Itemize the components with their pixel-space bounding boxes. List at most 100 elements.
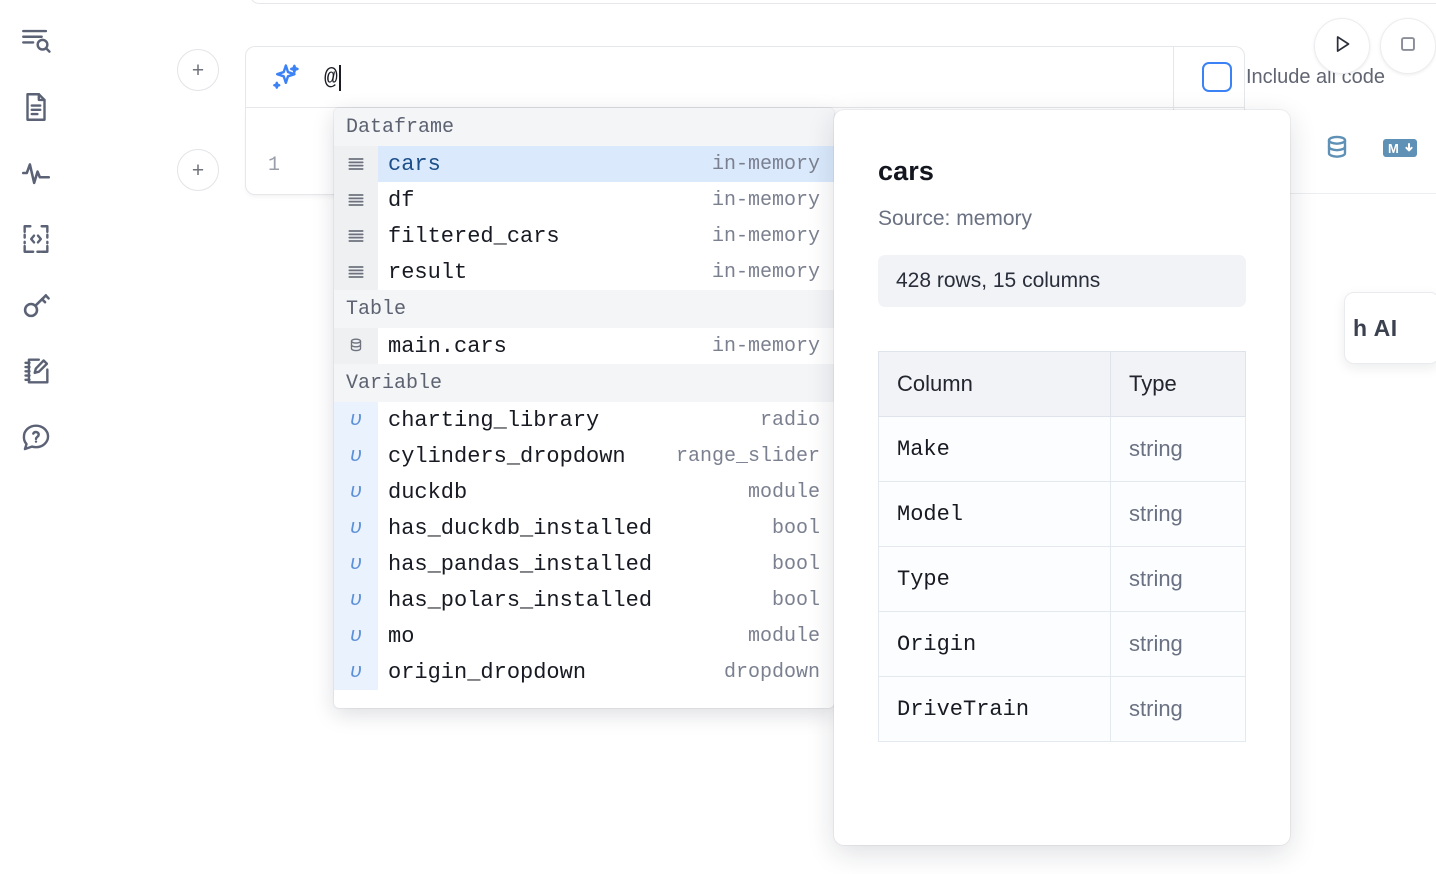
autocomplete-item-type: module: [747, 624, 820, 648]
autocomplete-item-name: main.cars: [388, 333, 507, 359]
sidebar-item-secrets[interactable]: [13, 282, 59, 328]
text-caret: [339, 64, 342, 91]
help-chat-icon: [19, 420, 53, 454]
detail-shape-badge: 428 rows, 15 columns: [878, 255, 1246, 307]
column-header-type: Type: [1110, 351, 1246, 417]
variable-icon: υ: [334, 474, 378, 510]
file-text-icon: [19, 90, 53, 124]
cell-column-name: Origin: [878, 611, 1111, 677]
generate-with-ai-label: h AI: [1353, 314, 1398, 341]
autocomplete-item-name: charting_library: [388, 407, 600, 433]
sidebar-item-activity[interactable]: [13, 150, 59, 196]
autocomplete-item-type: in-memory: [711, 152, 820, 176]
autocomplete-item-name: filtered_cars: [388, 223, 560, 249]
add-cell-above-button[interactable]: +: [177, 49, 219, 91]
variable-icon: υ: [334, 510, 378, 546]
sidebar-item-snippets[interactable]: [13, 216, 59, 262]
autocomplete-item-body: mo module: [378, 618, 834, 654]
autocomplete-item-name: result: [388, 259, 468, 285]
dataframe-icon: [334, 146, 378, 182]
variable-icon: υ: [334, 582, 378, 618]
activity-pulse-icon: [19, 156, 53, 190]
autocomplete-item-body: cars in-memory: [378, 146, 834, 182]
code-brackets-icon: [19, 222, 53, 256]
autocomplete-item-body: duckdb module: [378, 474, 834, 510]
line-number: 1: [268, 154, 281, 177]
autocomplete-item-name: mo: [388, 623, 415, 649]
sidebar-item-help[interactable]: [13, 414, 59, 460]
ai-prompt-input[interactable]: @: [324, 64, 342, 91]
sidebar-item-outline-search[interactable]: [13, 18, 59, 64]
sidebar-item-scratchpad[interactable]: [13, 348, 59, 394]
sql-database-icon[interactable]: [1322, 133, 1352, 168]
add-cell-below-button[interactable]: +: [177, 149, 219, 191]
autocomplete-item-name: has_polars_installed: [388, 587, 653, 613]
cell-column-name: Make: [878, 416, 1111, 482]
autocomplete-item-body: result in-memory: [378, 254, 834, 290]
autocomplete-item-type: in-memory: [711, 334, 820, 358]
cell-column-type: string: [1110, 416, 1246, 482]
autocomplete-group-header: Dataframe: [334, 108, 834, 146]
stop-cell-button[interactable]: [1380, 18, 1436, 74]
ai-prompt-bar[interactable]: @: [245, 46, 1245, 108]
include-all-code-checkbox[interactable]: [1202, 62, 1232, 92]
column-header-column: Column: [878, 351, 1111, 417]
notebook-pencil-icon: [19, 354, 53, 388]
autocomplete-group-header: Table: [334, 290, 834, 328]
run-cell-button[interactable]: [1314, 18, 1370, 74]
autocomplete-item-name: duckdb: [388, 479, 468, 505]
markdown-icon[interactable]: M: [1382, 136, 1418, 165]
autocomplete-item-type: bool: [771, 516, 820, 540]
autocomplete-item[interactable]: cars in-memory: [334, 146, 834, 182]
sidebar-rail: [0, 0, 72, 874]
table-header-row: Column Type: [878, 351, 1246, 417]
autocomplete-item-name: cars: [388, 151, 441, 177]
autocomplete-item[interactable]: main.cars in-memory: [334, 328, 834, 364]
detail-title: cars: [878, 156, 934, 186]
cell-column-name: Model: [878, 481, 1111, 547]
autocomplete-item-type: in-memory: [711, 188, 820, 212]
sidebar-item-file[interactable]: [13, 84, 59, 130]
plus-icon: +: [191, 58, 205, 82]
cell-column-name: DriveTrain: [878, 676, 1111, 742]
autocomplete-item-name: cylinders_dropdown: [388, 443, 626, 469]
variable-icon: υ: [334, 438, 378, 474]
variable-icon: υ: [334, 618, 378, 654]
autocomplete-item-name: origin_dropdown: [388, 659, 587, 685]
autocomplete-item[interactable]: result in-memory: [334, 254, 834, 290]
autocomplete-item-type: module: [747, 480, 820, 504]
autocomplete-group-header: Variable: [334, 364, 834, 402]
autocomplete-item-type: bool: [771, 552, 820, 576]
variable-icon: υ: [334, 402, 378, 438]
cell-column-type: string: [1110, 611, 1246, 677]
autocomplete-item-name: has_pandas_installed: [388, 551, 653, 577]
cell-column-type: string: [1110, 676, 1246, 742]
outline-search-icon: [19, 24, 53, 58]
autocomplete-item-type: in-memory: [711, 260, 820, 284]
cell-run-controls: [1314, 18, 1436, 74]
dataframe-icon: [334, 254, 378, 290]
sparkle-icon: [268, 61, 302, 95]
generate-with-ai-button[interactable]: h AI: [1344, 292, 1436, 364]
